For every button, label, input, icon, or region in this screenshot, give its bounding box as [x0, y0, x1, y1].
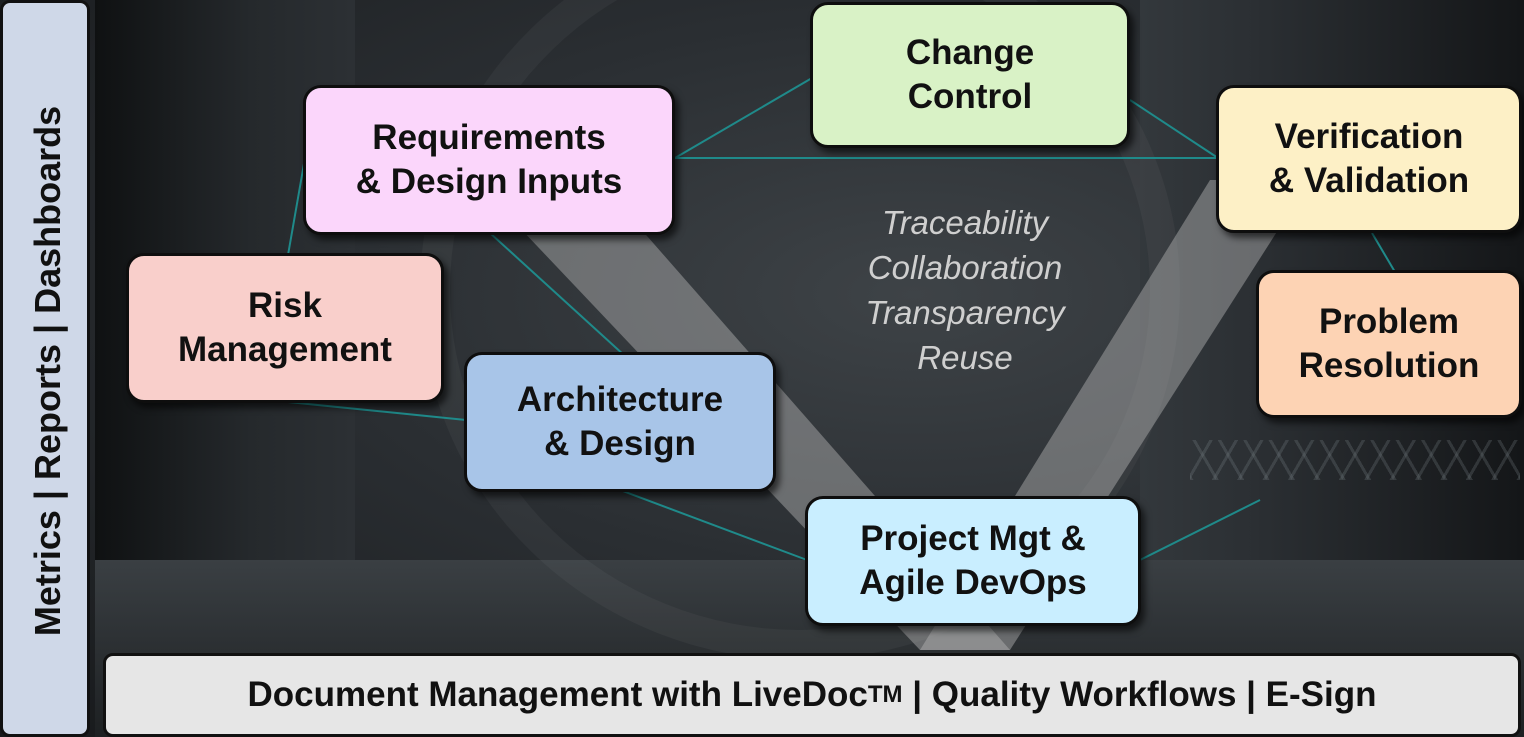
project-mgt-label: Project Mgt & Agile DevOps — [859, 519, 1087, 602]
requirements-box: Requirements & Design Inputs — [303, 85, 675, 235]
project-mgt-box: Project Mgt & Agile DevOps — [805, 496, 1141, 626]
sidebar-label: Metrics | Reports | Dashboards — [27, 105, 68, 637]
connector-requirements-architecture — [489, 232, 626, 357]
bottom-bar-prefix: Document Management with LiveDoc — [247, 675, 868, 714]
change-control-box: Change Control — [810, 2, 1130, 148]
center-terms: Traceability Collaboration Transparency … — [800, 200, 1130, 380]
architecture-box: Architecture & Design — [464, 352, 776, 492]
connector-requirements-risk — [287, 157, 306, 256]
problem-resolution-box: Problem Resolution — [1256, 270, 1522, 418]
connector-requirements-change — [674, 77, 813, 159]
problem-resolution-label: Problem Resolution — [1298, 302, 1480, 385]
term-collaboration: Collaboration — [867, 249, 1063, 286]
term-traceability: Traceability — [881, 204, 1049, 241]
metrics-sidebar: Metrics | Reports | Dashboards — [0, 0, 90, 737]
connector-architecture-project — [619, 489, 808, 561]
risk-management-label: Risk Management — [178, 286, 392, 369]
requirements-label: Requirements & Design Inputs — [355, 118, 623, 201]
verification-box: Verification & Validation — [1216, 85, 1522, 233]
bottom-bar-suffix: | Quality Workflows | E-Sign — [902, 675, 1377, 714]
term-reuse: Reuse — [917, 339, 1013, 376]
term-transparency: Transparency — [865, 294, 1065, 331]
connector-verification-problem — [1371, 232, 1396, 273]
verification-label: Verification & Validation — [1268, 117, 1470, 200]
architecture-label: Architecture & Design — [516, 380, 724, 463]
connector-project-problem — [1139, 499, 1261, 561]
background-truss — [1190, 440, 1520, 480]
trademark-mark: TM — [867, 681, 903, 708]
change-control-label: Change Control — [905, 33, 1035, 116]
connector-change-verification — [1129, 99, 1219, 159]
connector-risk-architecture — [287, 401, 467, 421]
risk-management-box: Risk Management — [126, 253, 444, 403]
